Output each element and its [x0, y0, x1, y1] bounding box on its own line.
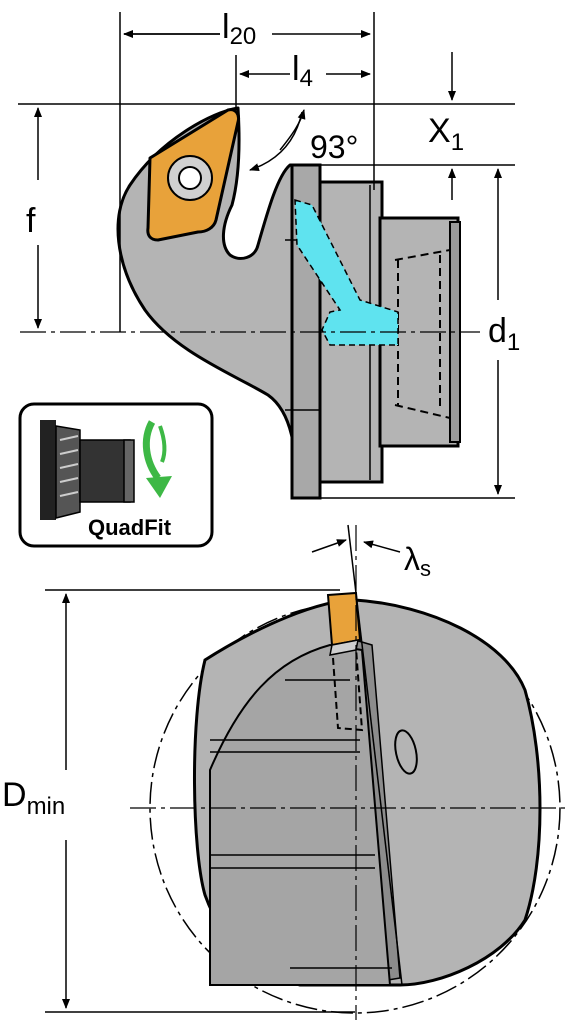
quadfit-label: QuadFit	[88, 515, 172, 540]
d1-label: d1	[488, 312, 520, 356]
side-view	[20, 106, 480, 500]
front-view	[130, 524, 570, 1020]
f-label: f	[26, 202, 36, 240]
front-dimension-lines	[45, 539, 401, 1013]
quadfit-badge: QuadFit	[18, 402, 214, 548]
x1-label: X1	[428, 112, 464, 156]
front-insert	[326, 591, 362, 647]
l4-label: l4	[292, 50, 313, 92]
l20-label: l20	[222, 8, 256, 50]
coolant-channel	[294, 198, 399, 346]
angle-label: 93°	[310, 129, 358, 165]
rotate-arrow-icon	[142, 420, 161, 481]
coolant-hole	[394, 729, 418, 775]
dimension-lines	[18, 12, 515, 499]
lambda-s-label: λs	[404, 541, 431, 581]
dmin-label: Dmin	[2, 776, 65, 820]
